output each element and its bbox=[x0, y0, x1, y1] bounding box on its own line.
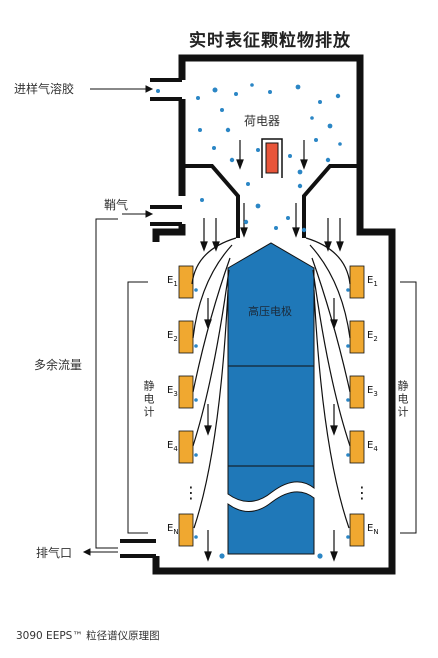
ring-electrodes-right bbox=[349, 265, 365, 547]
ellipsis-left: ⋮ bbox=[183, 483, 199, 502]
inlet-arrows bbox=[82, 85, 154, 556]
particles bbox=[156, 83, 350, 559]
ring-electrodes-left bbox=[178, 265, 194, 547]
electrode-label-left-n: EN bbox=[167, 523, 179, 536]
ellipsis-right: ⋮ bbox=[354, 483, 370, 502]
sheath-air-label: 鞘气 bbox=[104, 198, 129, 212]
charger-housing bbox=[261, 138, 283, 178]
charger-electrode bbox=[265, 142, 279, 174]
electrode-label-right-2: E2 bbox=[367, 330, 378, 343]
excess-flow-bracket bbox=[95, 218, 118, 549]
charger-label: 荷电器 bbox=[244, 114, 281, 128]
aerosol-inlet-label: 进样气溶胶 bbox=[14, 82, 75, 96]
funnel bbox=[182, 164, 360, 238]
hv-electrode bbox=[227, 242, 315, 555]
hv-electrode-label: 高压电极 bbox=[248, 305, 292, 318]
housing-wall bbox=[152, 54, 396, 575]
electrode-label-right-n: EN bbox=[367, 523, 379, 536]
page-title: 实时表征颗粒物排放 bbox=[189, 31, 351, 51]
flow-arrows bbox=[200, 140, 344, 562]
exhaust-label: 排气口 bbox=[36, 546, 73, 560]
aerosol-inlet-tube bbox=[150, 78, 182, 101]
electrode-label-left-2: E2 bbox=[167, 330, 178, 343]
electrode-label-right-3: E3 bbox=[367, 385, 378, 398]
electrode-label-right-4: E4 bbox=[367, 440, 378, 453]
electrode-label-left-3: E3 bbox=[167, 385, 178, 398]
excess-flow-label: 多余流量 bbox=[34, 358, 83, 372]
electrometer-label-right: 静电计 bbox=[396, 380, 409, 419]
exhaust-tube bbox=[120, 539, 156, 558]
electrometer-brackets bbox=[127, 281, 417, 534]
figure-caption: 3090 EEPS™ 粒径谱仪原理图 bbox=[16, 630, 160, 642]
sheath-inlet-tube bbox=[150, 205, 182, 226]
electrometer-label-left: 静电计 bbox=[142, 380, 155, 419]
electrode-label-left-1: E1 bbox=[167, 275, 178, 288]
electrode-label-left-4: E4 bbox=[167, 440, 178, 453]
electrode-label-right-1: E1 bbox=[367, 275, 378, 288]
